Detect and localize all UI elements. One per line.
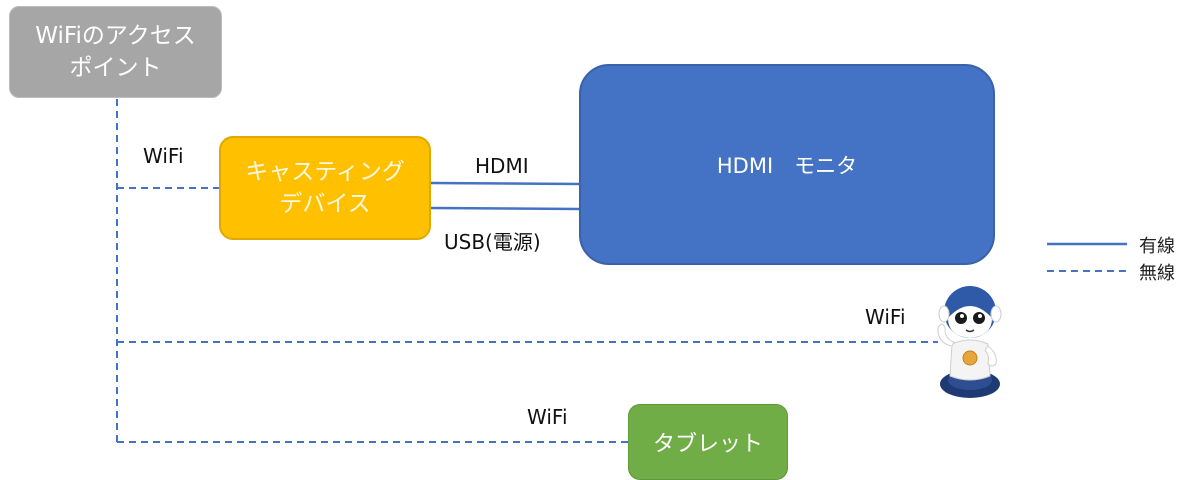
casting-device-node: キャスティング デバイス bbox=[219, 136, 431, 240]
tablet-label: タブレット bbox=[652, 432, 763, 457]
tablet-node: タブレット bbox=[628, 404, 788, 480]
wired-line-usb bbox=[430, 206, 580, 211]
hdmi-monitor-label: HDMI モニタ bbox=[716, 153, 858, 178]
wifi-tablet-label: WiFi bbox=[527, 405, 568, 429]
wifi-cast-label: WiFi bbox=[143, 144, 184, 168]
access-point-label: WiFiのアクセス ポイント bbox=[35, 23, 196, 81]
access-point-node: WiFiのアクセス ポイント bbox=[9, 6, 222, 98]
hdmi-monitor-node: HDMI モニタ bbox=[579, 64, 995, 265]
robot-icon bbox=[937, 286, 1002, 398]
hdmi-label: HDMI bbox=[475, 154, 529, 178]
casting-device-label: キャスティング デバイス bbox=[245, 159, 405, 217]
usb-power-label: USB(電源) bbox=[444, 230, 541, 254]
legend-wired-label: 有線 bbox=[1139, 236, 1175, 257]
legend-wireless-label: 無線 bbox=[1139, 263, 1175, 284]
wifi-robot-label: WiFi bbox=[865, 305, 906, 329]
wired-line-hdmi bbox=[430, 181, 580, 186]
